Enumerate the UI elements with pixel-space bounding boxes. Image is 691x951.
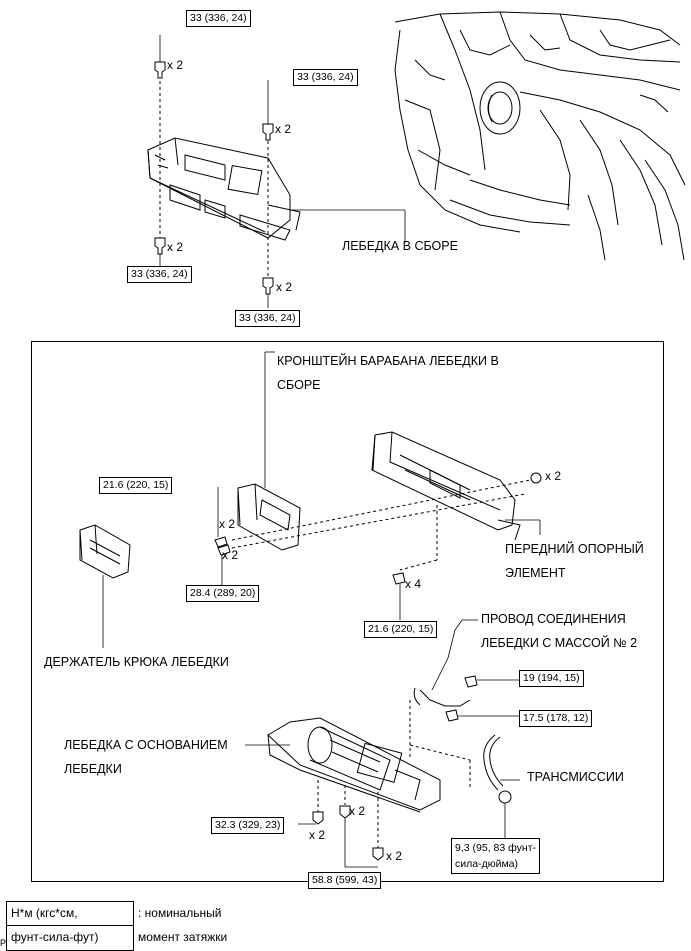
torque-box-bottom-left: 33 (336, 24) [127,266,192,283]
bolt-icon [392,572,406,585]
torque-box-base-left: 32.3 (329, 23) [211,817,285,834]
label-transmission: ТРАНСМИССИИ [527,770,624,784]
label-ground-wire-line2: ЛЕБЕДКИ С МАССОЙ № 2 [481,636,638,650]
qty-bracket-lower: x 2 [222,548,239,562]
label-winch-with-base-line1: ЛЕБЕДКА С ОСНОВАНИЕМ [64,738,228,752]
bolt-icon [312,811,324,825]
bolt-icon [464,675,478,688]
qty-top-right: x 2 [275,122,292,136]
label-ground-wire-line1: ПРОВОД СОЕДИНЕНИЯ [481,612,626,626]
torque-nut-line1: 9,3 (95, 83 фунт- [455,842,536,854]
torque-box-ground-wire-lower: 17.5 (178, 12) [519,710,593,727]
torque-box-bracket-upper: 21.6 (220, 15) [99,477,173,494]
ground-wire-illustration [409,619,520,790]
torque-box-nut: 9,3 (95, 83 фунт- сила-дюйма) [451,838,540,874]
nut-icon [530,472,542,484]
bolt-icon [217,544,231,556]
qty-base-left: x 2 [309,828,326,842]
bolt-icon [262,123,274,141]
qty-mid-left: x 2 [167,240,184,254]
torque-box-base-center: 58.8 (599, 43) [308,872,382,889]
qty-nut-right: x 2 [545,469,562,483]
bolt-icon [339,805,351,819]
label-drum-bracket-line2: СБОРЕ [277,378,321,392]
legend-desc-line1: : номинальный [138,906,222,920]
torque-box-top-left: 33 (336, 24) [186,10,251,27]
torque-box-bracket-lower: 28.4 (289, 20) [186,585,260,602]
legend-desc-line2: момент затяжки [138,930,228,944]
label-front-support-line2: ЭЛЕМЕНТ [505,566,566,580]
legend-unit-line1: Н*м (кгс*см, [11,906,78,920]
front-support-illustration [371,431,541,571]
torque-box-ground-wire-upper: 19 (194, 15) [519,670,584,687]
legend-unit-line2: фунт-сила-фут) [11,930,99,944]
fastener-icons-frame [214,472,542,620]
qty-base-center: x 2 [349,804,366,818]
qty-support-bolts: x 4 [405,577,422,591]
torque-nut-line2: сила-дюйма) [455,858,518,870]
label-winch-assembly: ЛЕБЕДКА В СБОРЕ [342,239,458,253]
torque-box-top-right: 33 (336, 24) [293,69,358,86]
torque-box-support-bottom: 21.6 (220, 15) [364,621,438,638]
torque-box-bottom-right: 33 (336, 24) [235,310,300,327]
label-drum-bracket-line1: КРОНШТЕЙН БАРАБАНА ЛЕБЕДКИ В [277,354,499,368]
label-hook-holder: ДЕРЖАТЕЛЬ КРЮКА ЛЕБЕДКИ [44,655,229,669]
transmission-cable-illustration [483,734,520,838]
label-winch-with-base-line2: ЛЕБЕДКИ [64,762,122,776]
qty-base-right: x 2 [386,849,403,863]
drum-bracket-illustration [231,351,541,551]
bolt-icon [372,847,384,861]
bolt-icon [214,536,228,548]
bolt-icon [154,61,166,79]
qty-bottom-right: x 2 [276,280,293,294]
bolt-icon [262,277,274,295]
winch-with-base-illustration [245,717,441,868]
bolt-icon [445,709,459,722]
label-front-support-line1: ПЕРЕДНИЙ ОПОРНЫЙ [505,542,644,556]
vehicle-front-illustration [394,11,686,261]
bolt-icon [154,237,166,255]
winch-assembly-illustration [147,75,406,278]
qty-bracket-upper: x 2 [219,517,236,531]
bolt-icons-top [154,35,274,308]
qty-top-left: x 2 [167,58,184,72]
corner-mark: P [0,938,7,948]
hook-holder-illustration [79,524,131,648]
